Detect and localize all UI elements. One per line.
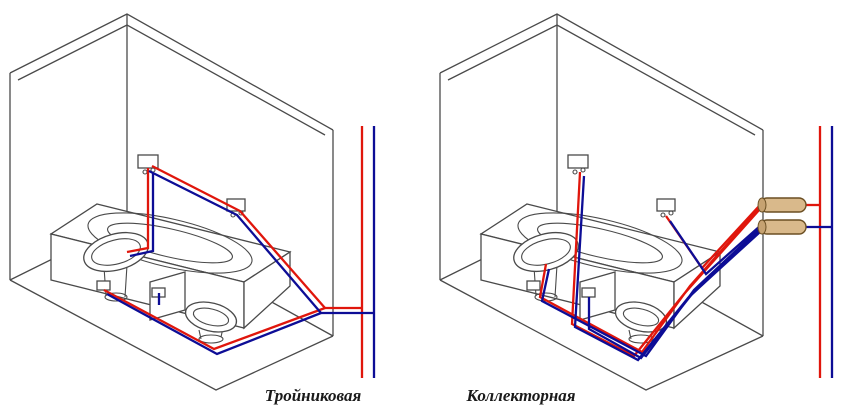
tee-system-label: Тройниковая [264,386,362,405]
tee-hot-water-pipes [103,126,364,378]
cold-manifold [757,219,807,235]
collector-cold-water-pipes [540,126,834,378]
manifold-collectors [757,197,807,235]
collector-system-diagram [439,13,834,391]
tee-cold-water-pipes [106,126,376,378]
tee-system-diagram [9,13,376,391]
hot-manifold [757,197,807,213]
collector-system-label: Коллекторная [466,386,576,405]
